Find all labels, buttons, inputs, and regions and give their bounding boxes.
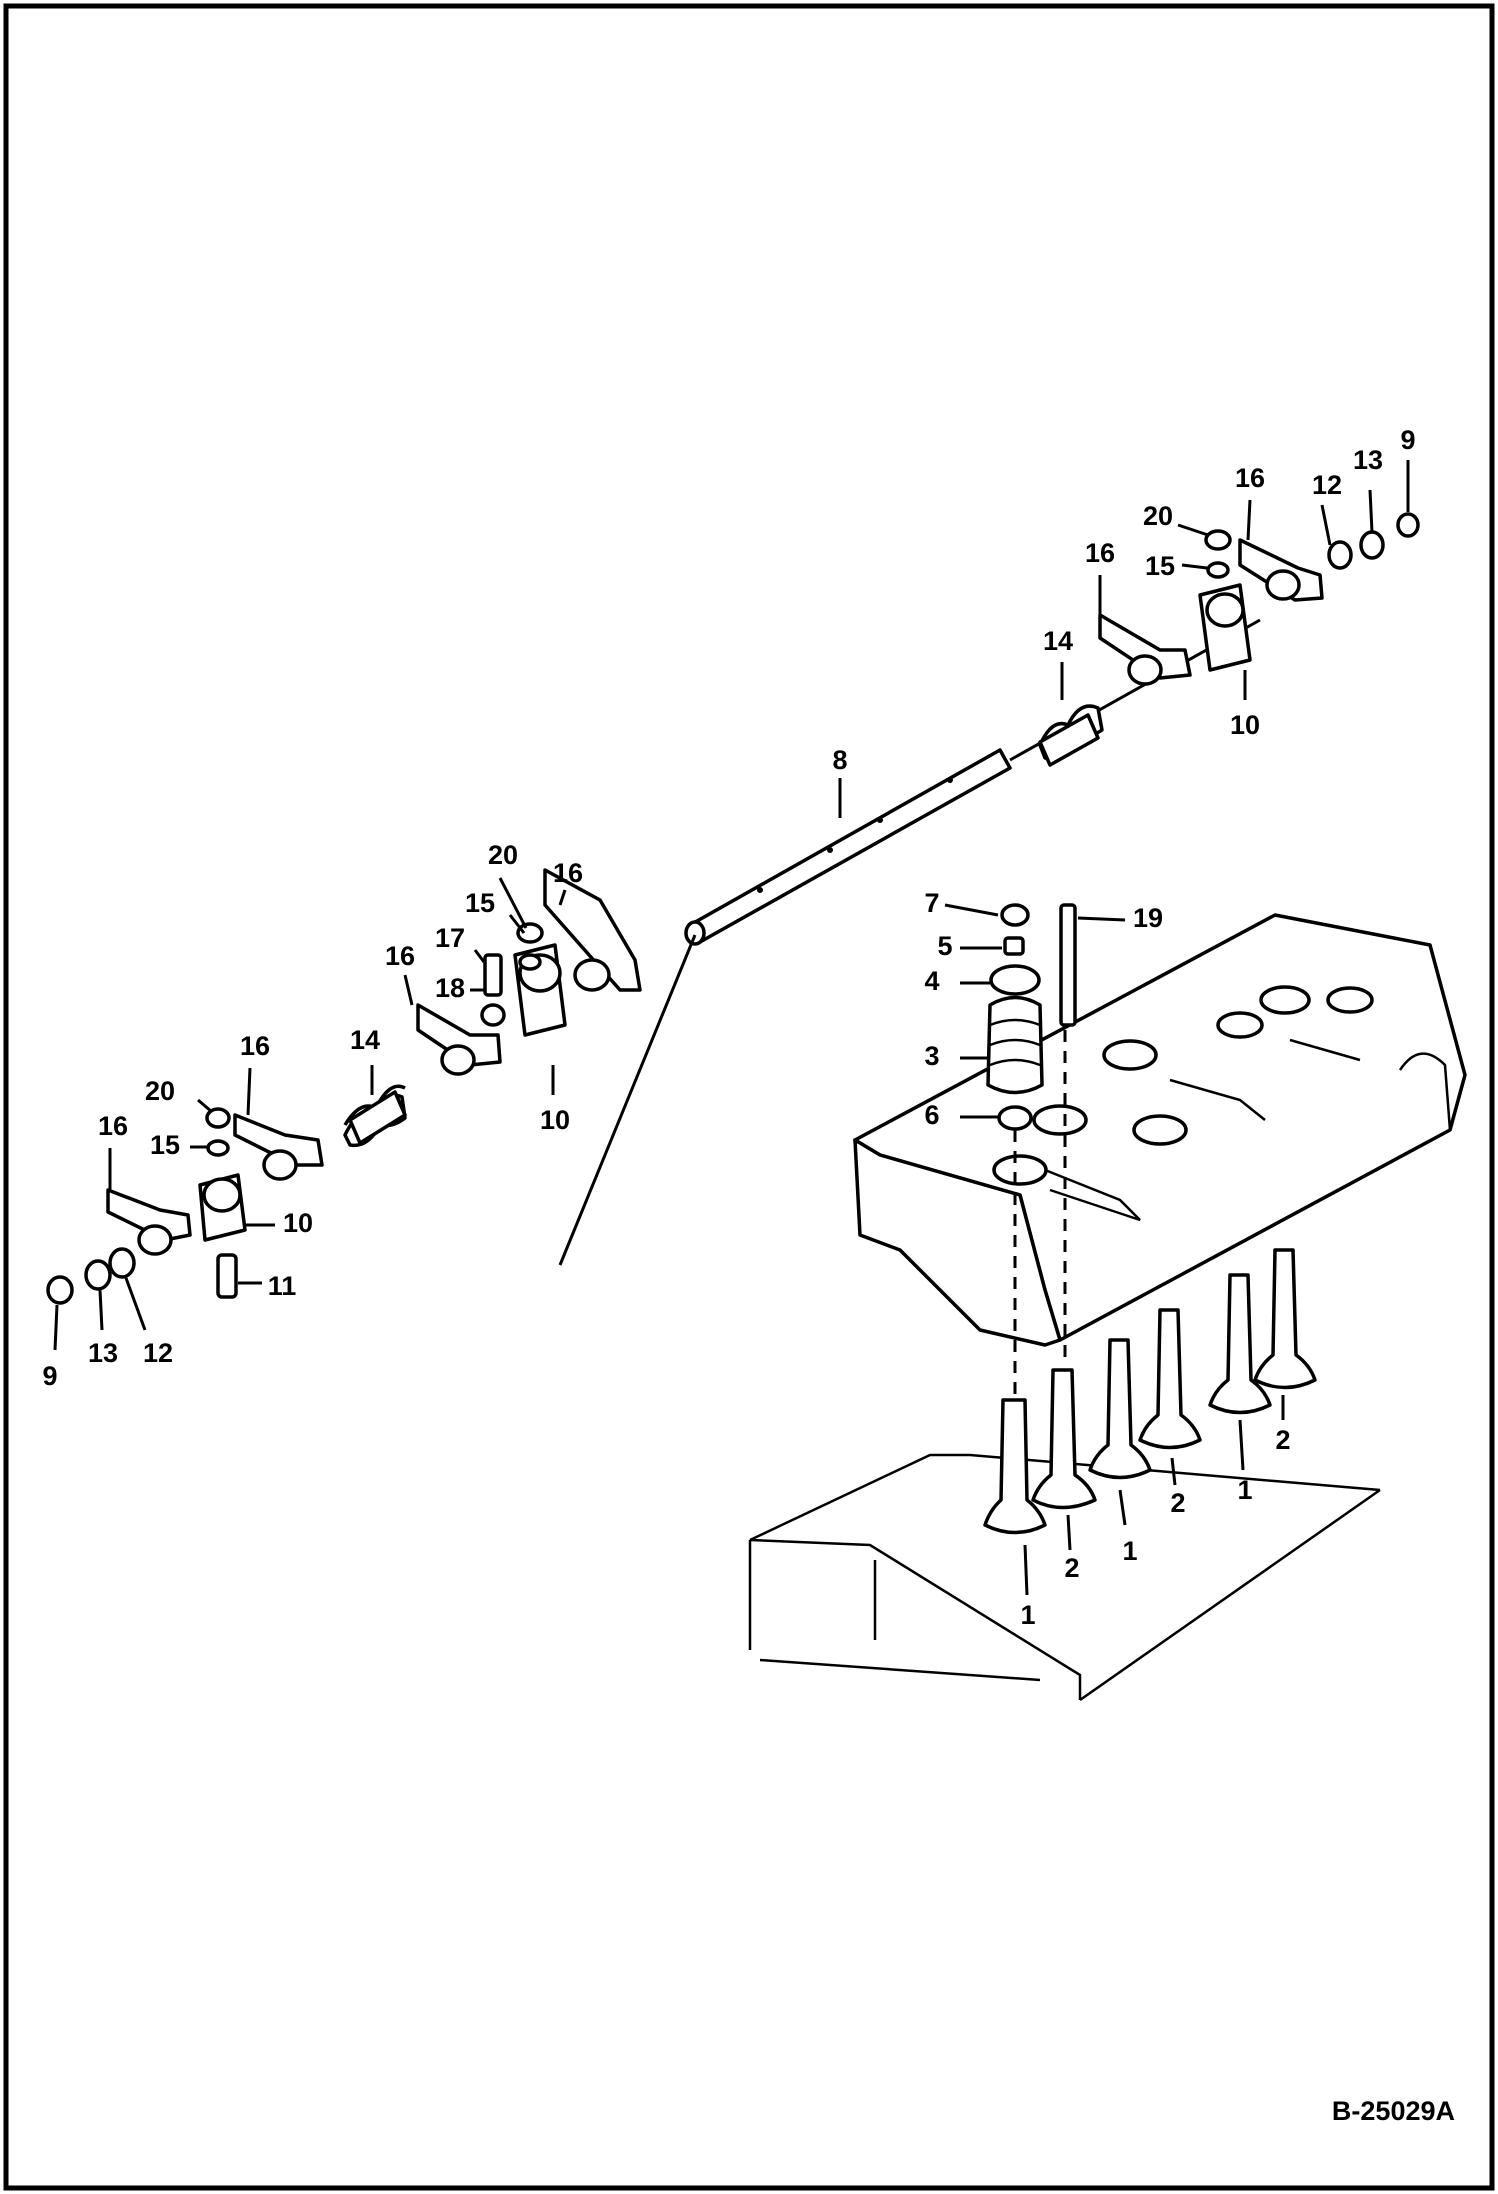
sheet-border xyxy=(3,3,1495,2191)
callout-12: 12 xyxy=(143,1338,173,1368)
callout-9: 9 xyxy=(1400,425,1415,455)
callout-3: 3 xyxy=(924,1041,939,1071)
callout-14: 14 xyxy=(1043,626,1073,656)
callout-20: 20 xyxy=(145,1076,175,1106)
callout-1: 1 xyxy=(1122,1536,1137,1566)
callout-5: 5 xyxy=(937,931,952,961)
callout-14: 14 xyxy=(350,1025,380,1055)
callout-16: 16 xyxy=(98,1111,128,1141)
callout-13: 13 xyxy=(1353,445,1383,475)
callout-15: 15 xyxy=(1145,551,1175,581)
callout-16: 16 xyxy=(553,858,583,888)
callout-2: 2 xyxy=(1064,1553,1079,1583)
rocker-assembly-left xyxy=(46,1093,407,1305)
callout-10: 10 xyxy=(283,1208,313,1238)
callout-16: 16 xyxy=(1085,538,1115,568)
callout-8: 8 xyxy=(832,745,847,775)
callout-12: 12 xyxy=(1312,470,1342,500)
callout-16: 16 xyxy=(385,941,415,971)
engine-block xyxy=(748,1453,1381,1702)
callout-2: 2 xyxy=(1170,1488,1185,1518)
callout-16: 16 xyxy=(240,1031,270,1061)
callout-4: 4 xyxy=(924,966,939,996)
callout-16: 16 xyxy=(1235,463,1265,493)
callout-9: 9 xyxy=(42,1361,57,1391)
callout-7: 7 xyxy=(924,888,939,918)
callout-17: 17 xyxy=(435,923,465,953)
callout-18: 18 xyxy=(435,973,465,1003)
callout-11: 11 xyxy=(268,1271,297,1301)
callout-19: 19 xyxy=(1133,903,1163,933)
callout-20: 20 xyxy=(488,840,518,870)
callout-10: 10 xyxy=(540,1105,570,1135)
callout-2: 2 xyxy=(1275,1425,1290,1455)
callout-10: 10 xyxy=(1230,710,1260,740)
drawing-number: B-25029A xyxy=(1332,2096,1455,2126)
valve-spring-set xyxy=(986,903,1077,1440)
callout-1: 1 xyxy=(1020,1600,1035,1630)
cylinder-head xyxy=(853,913,1467,1347)
callout-15: 15 xyxy=(465,888,495,918)
callout-labels: 1 1 1 2 2 2 3 4 5 6 7 8 9 9 10 10 10 11 … xyxy=(42,425,1415,1630)
coil-springs xyxy=(348,713,1100,1145)
leader-lines xyxy=(53,460,1410,1596)
callout-13: 13 xyxy=(88,1338,118,1368)
callout-15: 15 xyxy=(150,1130,180,1160)
callout-6: 6 xyxy=(924,1100,939,1130)
callout-1: 1 xyxy=(1237,1475,1252,1505)
valves xyxy=(983,1248,1317,1535)
rocker-assembly-center xyxy=(343,868,642,1126)
callout-20: 20 xyxy=(1143,501,1173,531)
